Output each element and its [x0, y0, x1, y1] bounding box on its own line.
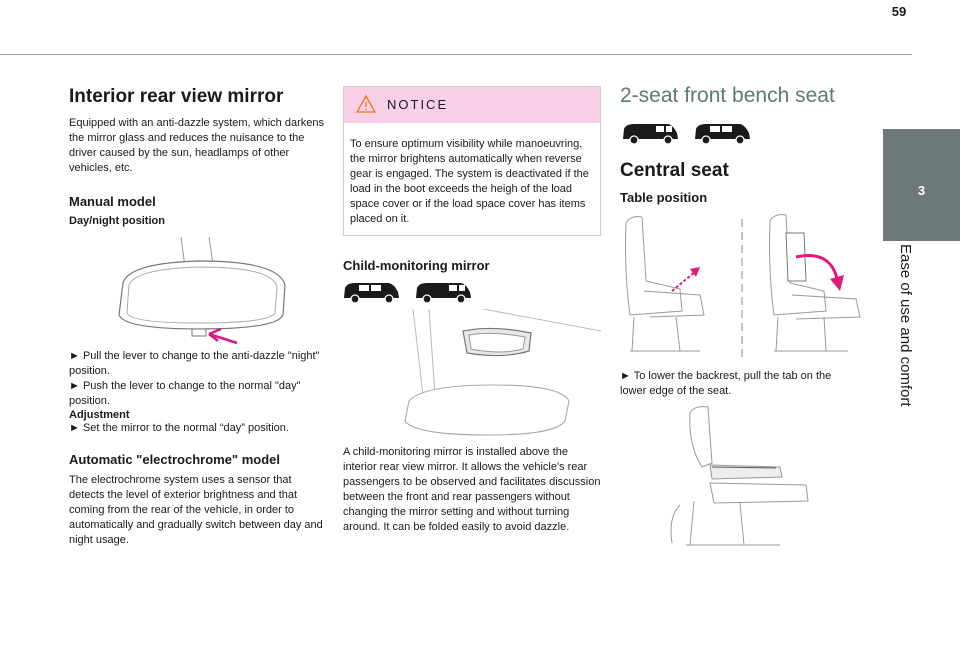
chapter-number: 3 — [917, 183, 926, 198]
chapter-label-text: Ease of use and comfort — [897, 244, 914, 407]
seat-folded-illustration — [670, 406, 809, 546]
passenger-van-icon — [344, 283, 399, 304]
heading-central-seat: Central seat — [620, 160, 729, 181]
section-title-mirror: Interior rear view mirror — [69, 86, 284, 107]
child-mirror-text: A child-monitoring mirror is installed a… — [343, 446, 601, 533]
automatic-text: The electrochrome system uses a sensor t… — [69, 474, 323, 546]
mirror-intro: Equipped with an anti-dazzle system, whi… — [69, 117, 324, 174]
notice-header: NOTICE — [344, 87, 600, 123]
warning-triangle-icon — [356, 94, 376, 113]
chapter-tab: 3 — [883, 129, 960, 241]
heading-manual: Manual model — [69, 194, 156, 209]
top-rule — [0, 54, 912, 55]
column-bench-seat: 2-seat front bench seat Central seat Tab… — [620, 72, 861, 555]
step-pull-lever: ► Pull the lever to change to the anti-d… — [69, 350, 320, 377]
bench-vehicles — [620, 120, 860, 146]
chapter-label: Ease of use and comfort — [882, 244, 932, 407]
notice-box: NOTICE To ensure optimum visibility whil… — [343, 86, 601, 236]
notice-title: NOTICE — [387, 97, 449, 112]
seat-table-illustration — [625, 214, 861, 357]
utility-van-icon — [416, 283, 471, 304]
heading-automatic: Automatic "electrochrome" model — [69, 452, 280, 467]
page-number: 59 — [891, 4, 907, 19]
step-push-lever: ► Push the lever to change to the normal… — [69, 380, 301, 407]
heading-daynight: Day/night position — [69, 215, 165, 227]
passenger-van-icon — [623, 124, 678, 145]
step-lower-backrest: ► To lower the backrest, pull the tab on… — [620, 370, 832, 397]
column-notice: NOTICE To ensure optimum visibility whil… — [343, 84, 601, 535]
column-mirror: Interior rear view mirror Equipped with … — [69, 72, 327, 548]
rear-mirror-illustration — [118, 236, 286, 345]
utility-van-icon — [695, 124, 750, 145]
section-title-bench: 2-seat front bench seat — [620, 84, 835, 107]
child-mirror-illustration — [404, 309, 601, 436]
heading-table-position: Table position — [620, 190, 708, 205]
heading-child-mirror: Child-monitoring mirror — [343, 258, 490, 273]
heading-adjustment: Adjustment — [69, 409, 130, 421]
notice-text: To ensure optimum visibility while manoe… — [350, 138, 589, 225]
child-mirror-vehicles — [341, 279, 601, 305]
step-set-mirror: ► Set the mirror to the normal “day” pos… — [69, 422, 289, 434]
